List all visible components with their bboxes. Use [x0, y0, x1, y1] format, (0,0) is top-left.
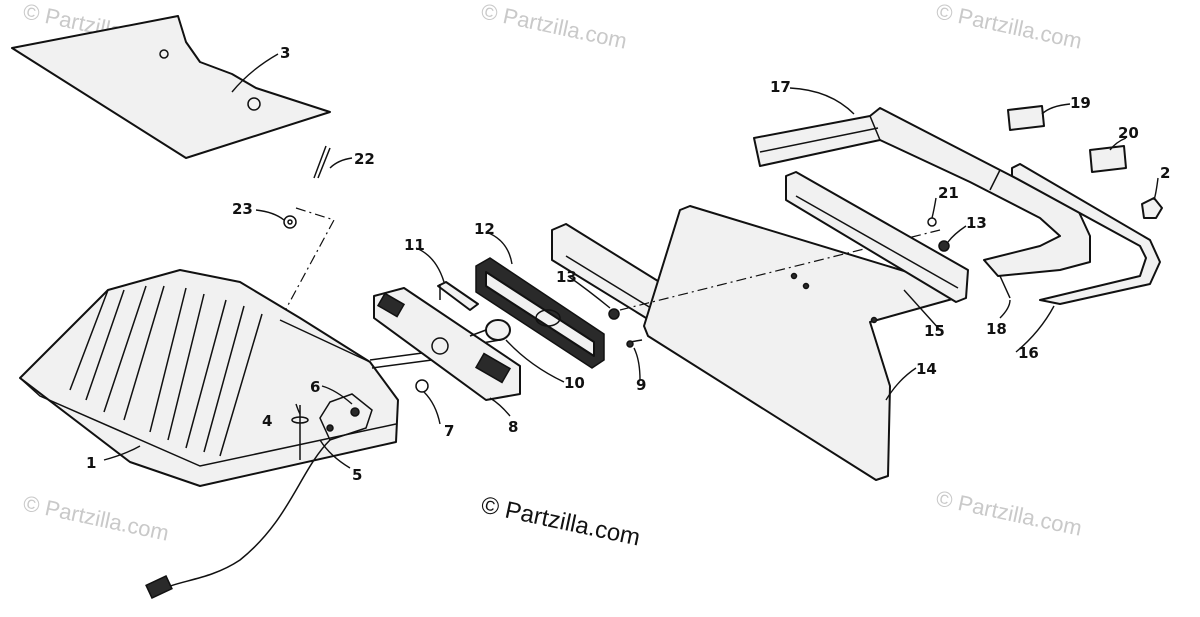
callout-label: 16	[1018, 344, 1039, 362]
washer-part	[415, 379, 429, 393]
callout-label: 2	[1160, 164, 1170, 182]
callout-label: 4	[262, 412, 272, 430]
screw-part	[626, 339, 643, 348]
callout-label: 7	[444, 422, 454, 440]
bulb-part	[469, 319, 511, 341]
screw-part	[999, 275, 1011, 299]
rivet-part	[291, 405, 309, 460]
assembly-line	[279, 207, 335, 321]
copyright-notice: © Partzilla.com	[479, 491, 643, 551]
socket-plate-part	[373, 287, 521, 401]
callout-label: 12	[474, 220, 495, 238]
grommet-part	[326, 424, 334, 432]
decal-part	[1089, 145, 1127, 173]
inner-rail-part	[785, 171, 969, 303]
callout-label: 13	[556, 268, 577, 286]
callout-label: 8	[508, 418, 518, 436]
nut-part	[608, 308, 620, 320]
light-housing-part	[19, 269, 399, 599]
screw-part	[927, 217, 937, 227]
watermark: © Partzilla.com	[934, 485, 1084, 540]
screw-part	[313, 145, 331, 179]
callout-label: 13	[966, 214, 987, 232]
callout-label: 1	[86, 454, 96, 472]
callout-label: 23	[232, 200, 253, 218]
callout-label: 5	[352, 466, 362, 484]
callout-label: 17	[770, 78, 791, 96]
callout-label: 10	[564, 374, 585, 392]
nut-part	[938, 240, 950, 252]
watermark: © Partzilla.com	[479, 0, 629, 54]
lens-part	[475, 257, 605, 369]
callout-label: 19	[1070, 94, 1091, 112]
plate-part	[11, 15, 331, 159]
callout-label: 14	[916, 360, 937, 378]
grommet-part	[350, 407, 360, 417]
panel-part	[643, 205, 961, 481]
callout-label: 21	[938, 184, 959, 202]
watermark: © Partzilla.com	[934, 0, 1084, 54]
nut-part	[283, 215, 297, 229]
frame-part	[753, 107, 1091, 277]
watermark: © Partzilla.com	[21, 490, 171, 545]
callout-label: 9	[636, 376, 646, 394]
callout-label: 3	[280, 44, 290, 62]
trim-part	[1011, 163, 1161, 305]
callout-label: 15	[924, 322, 945, 340]
callout-label: 20	[1118, 124, 1139, 142]
leader-lines	[103, 53, 1159, 469]
callout-label: 18	[986, 320, 1007, 338]
callout-label: 22	[354, 150, 375, 168]
lamp-nut-part	[1141, 197, 1163, 219]
callout-label: 11	[404, 236, 425, 254]
callout-label: 6	[310, 378, 320, 396]
decal-part	[1007, 105, 1045, 131]
bracket-part	[437, 281, 479, 311]
